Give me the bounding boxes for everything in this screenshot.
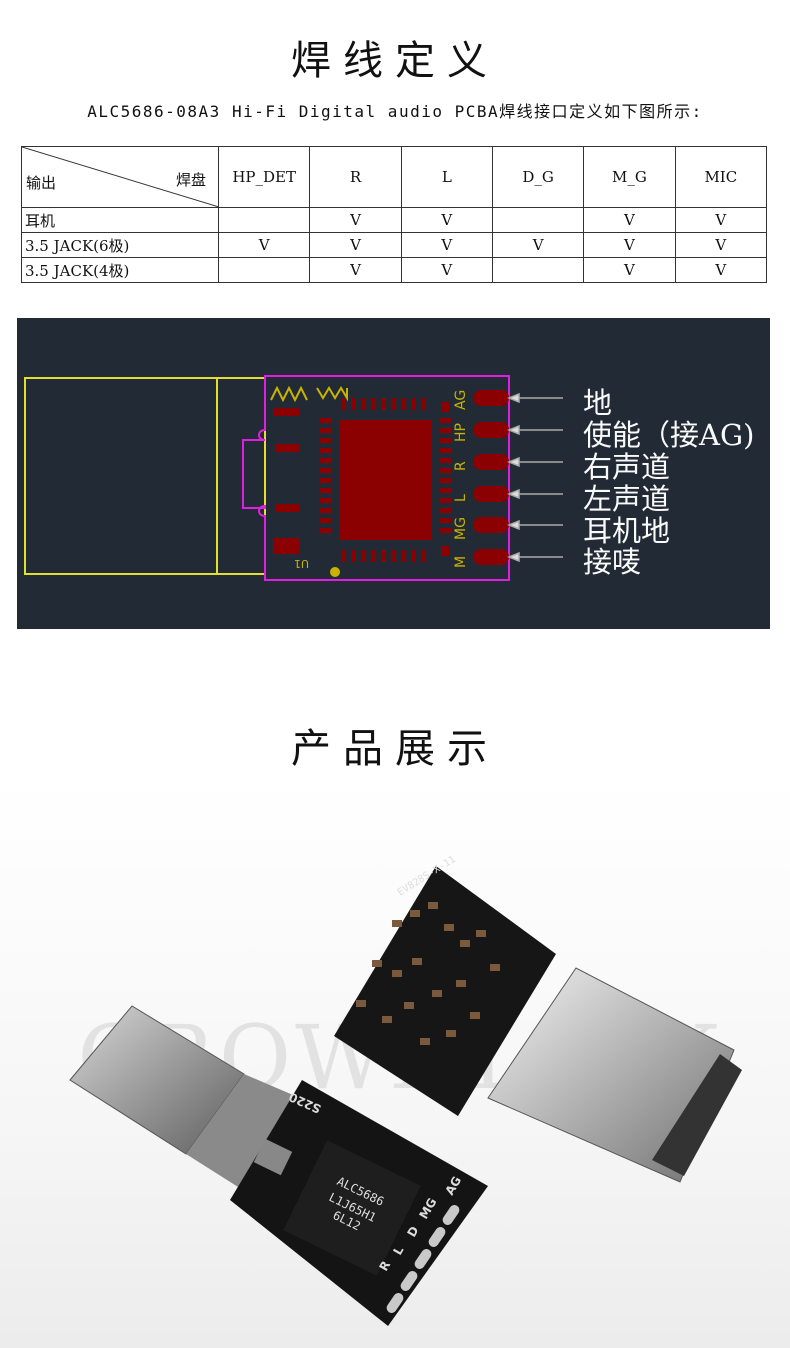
table-cell bbox=[491, 257, 585, 283]
chip-right-pins bbox=[439, 418, 451, 533]
table-row: 耳机 V V V V bbox=[21, 207, 768, 233]
pin-description: 接唛 bbox=[583, 545, 642, 579]
product-board-back: EV828S-X-11 bbox=[334, 854, 742, 1183]
table-cell: V bbox=[583, 257, 676, 283]
table-cell: V bbox=[400, 257, 493, 283]
pin-description: 耳机地 bbox=[583, 514, 671, 548]
corner-pad-label: 焊盘 bbox=[175, 171, 206, 189]
table-cell: V bbox=[491, 232, 585, 258]
table-cell: V bbox=[583, 232, 676, 258]
definition-table: 输出 焊盘 HP_DET R L D_G M_G MIC 耳机 V V V V … bbox=[21, 146, 768, 283]
row-label: 3.5 JACK(4极) bbox=[21, 257, 219, 283]
ref-designator: U1 bbox=[294, 557, 309, 570]
pin1-dot bbox=[330, 567, 340, 577]
column-header: R bbox=[309, 146, 402, 208]
table-cell: V bbox=[217, 232, 311, 258]
pad-label: R bbox=[453, 461, 469, 471]
column-header: M_G bbox=[583, 146, 676, 208]
column-header: HP_DET bbox=[217, 146, 311, 208]
row-label: 耳机 bbox=[21, 207, 219, 233]
section1-title: 焊线定义 bbox=[291, 38, 499, 84]
passive-components bbox=[273, 402, 449, 556]
product-board-front: ALC5686 L1J65H1 6L12 S220 AG MG D L R bbox=[69, 1005, 488, 1326]
pin-description: 地 bbox=[583, 386, 613, 420]
table-cell: V bbox=[583, 207, 676, 233]
table-cell: V bbox=[674, 232, 768, 258]
table-row: 3.5 JACK(6极) V V V V V V bbox=[21, 232, 768, 258]
table-cell: V bbox=[400, 207, 493, 233]
chip-pad bbox=[339, 420, 431, 540]
subtitle: ALC5686-08A3 Hi-Fi Digital audio PCBA焊线接… bbox=[87, 102, 703, 121]
table-cell bbox=[217, 207, 311, 233]
pin-description: 使能（接AG) bbox=[583, 418, 755, 452]
chip-top-pins bbox=[341, 398, 426, 410]
silk-zigzag bbox=[270, 385, 308, 403]
row-label: 3.5 JACK(6极) bbox=[21, 232, 219, 258]
table-corner-cell: 输出 焊盘 bbox=[21, 146, 219, 208]
pin-description: 左声道 bbox=[583, 482, 671, 516]
table-cell: V bbox=[309, 257, 402, 283]
pcb-drawing: AG HP R L MG M U1 bbox=[24, 375, 563, 581]
pad-label: M bbox=[453, 556, 469, 568]
corner-diagonal bbox=[22, 147, 219, 207]
table-cell: V bbox=[400, 232, 493, 258]
silk-zigzag bbox=[316, 386, 348, 402]
column-header: L bbox=[400, 146, 493, 208]
board-outline bbox=[242, 375, 510, 581]
column-header: MIC bbox=[674, 146, 768, 208]
edge-solder-pads bbox=[473, 390, 509, 565]
chip-bottom-pins bbox=[341, 550, 426, 562]
pin-description: 右声道 bbox=[583, 450, 671, 484]
chip-left-pins bbox=[319, 418, 331, 533]
table-header-row: 输出 焊盘 HP_DET R L D_G M_G MIC bbox=[21, 146, 768, 208]
usb-c-connector-outline bbox=[24, 377, 266, 575]
pcb-layout-diagram: AG HP R L MG M U1 地 使能（接AG) 右声道 左声道 耳机地 … bbox=[17, 318, 770, 629]
pad-label: HP bbox=[453, 423, 469, 442]
section2-title: 产品展示 bbox=[291, 726, 499, 772]
table-cell: V bbox=[674, 207, 768, 233]
product-photo-drawing: EV828S-X-11 ALC5686 L1J65H1 6L12 S220 AG… bbox=[69, 854, 742, 1326]
column-header: D_G bbox=[491, 146, 585, 208]
table-cell: V bbox=[309, 207, 402, 233]
table-cell: V bbox=[674, 257, 768, 283]
table-cell bbox=[217, 257, 311, 283]
table-cell: V bbox=[309, 232, 402, 258]
table-cell bbox=[491, 207, 585, 233]
front-edge-pads bbox=[386, 1205, 460, 1313]
corner-output-label: 输出 bbox=[26, 174, 57, 192]
pad-label: AG bbox=[453, 390, 469, 410]
leader-lines bbox=[506, 392, 563, 563]
table-row: 3.5 JACK(4极) V V V V bbox=[21, 257, 768, 283]
pad-label: MG bbox=[453, 517, 469, 540]
pad-label: L bbox=[453, 494, 469, 502]
